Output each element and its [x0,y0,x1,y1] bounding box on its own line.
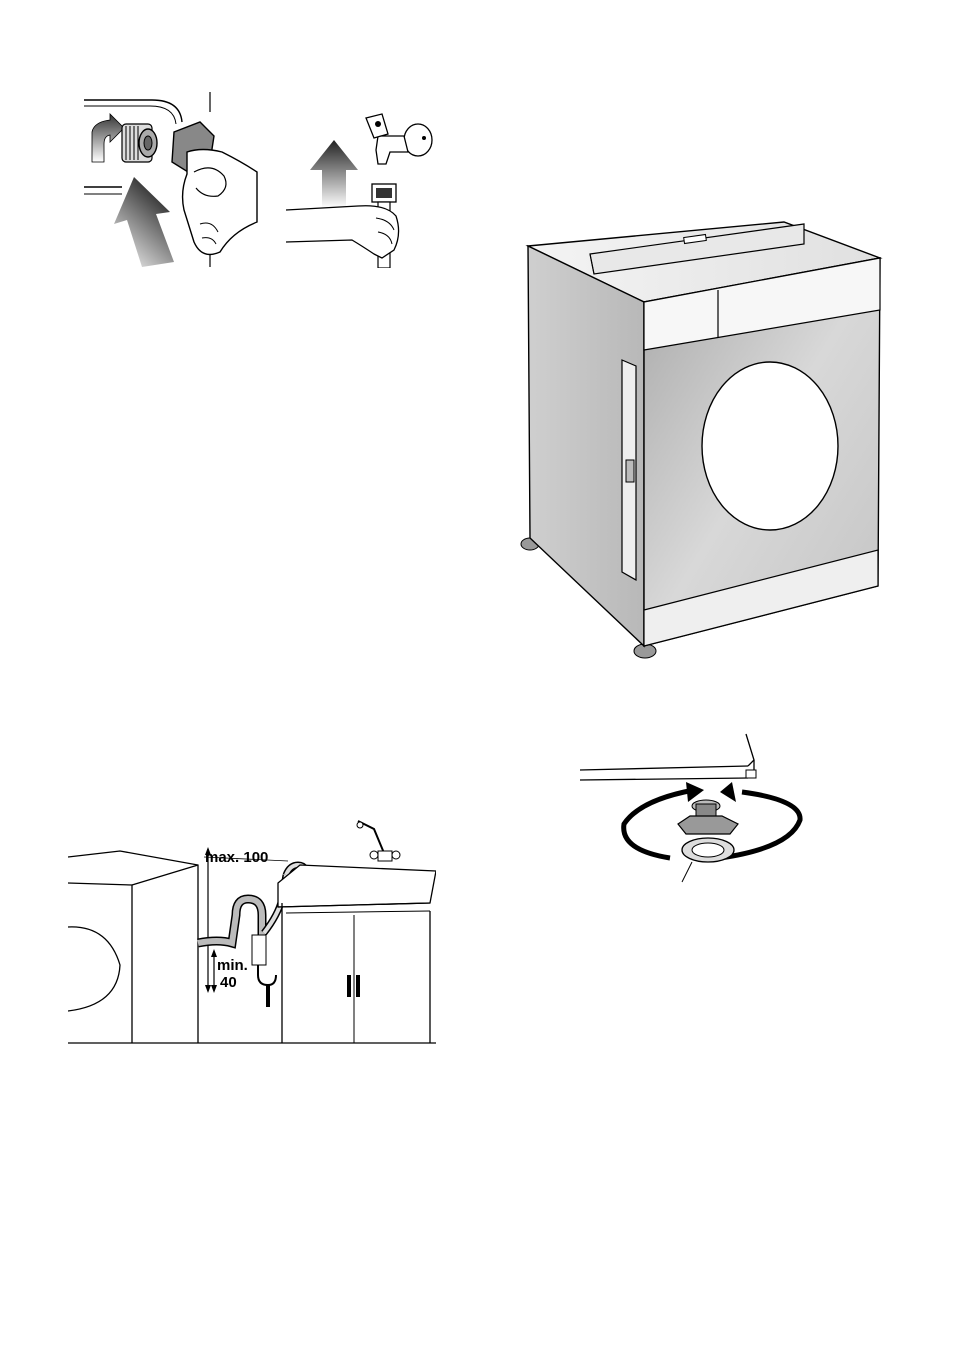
foot-adjust-figure [580,730,810,890]
min-height-value: 40 [220,974,237,991]
min-height-label: min. [217,957,248,974]
drain-hose-icon: max. 100 min. 40 [68,815,436,1047]
washing-machine-icon [512,210,892,670]
tap-connection-figure [286,108,441,268]
hose-connection-icon [82,92,262,267]
hose-connection-figure [82,92,262,267]
drain-hose-figure: max. 100 min. 40 [68,815,436,1047]
adjustable-foot-icon [580,730,810,890]
max-height-label: max. 100 [205,849,268,866]
tap-connection-icon [286,108,441,268]
washing-machine-figure [512,210,892,670]
